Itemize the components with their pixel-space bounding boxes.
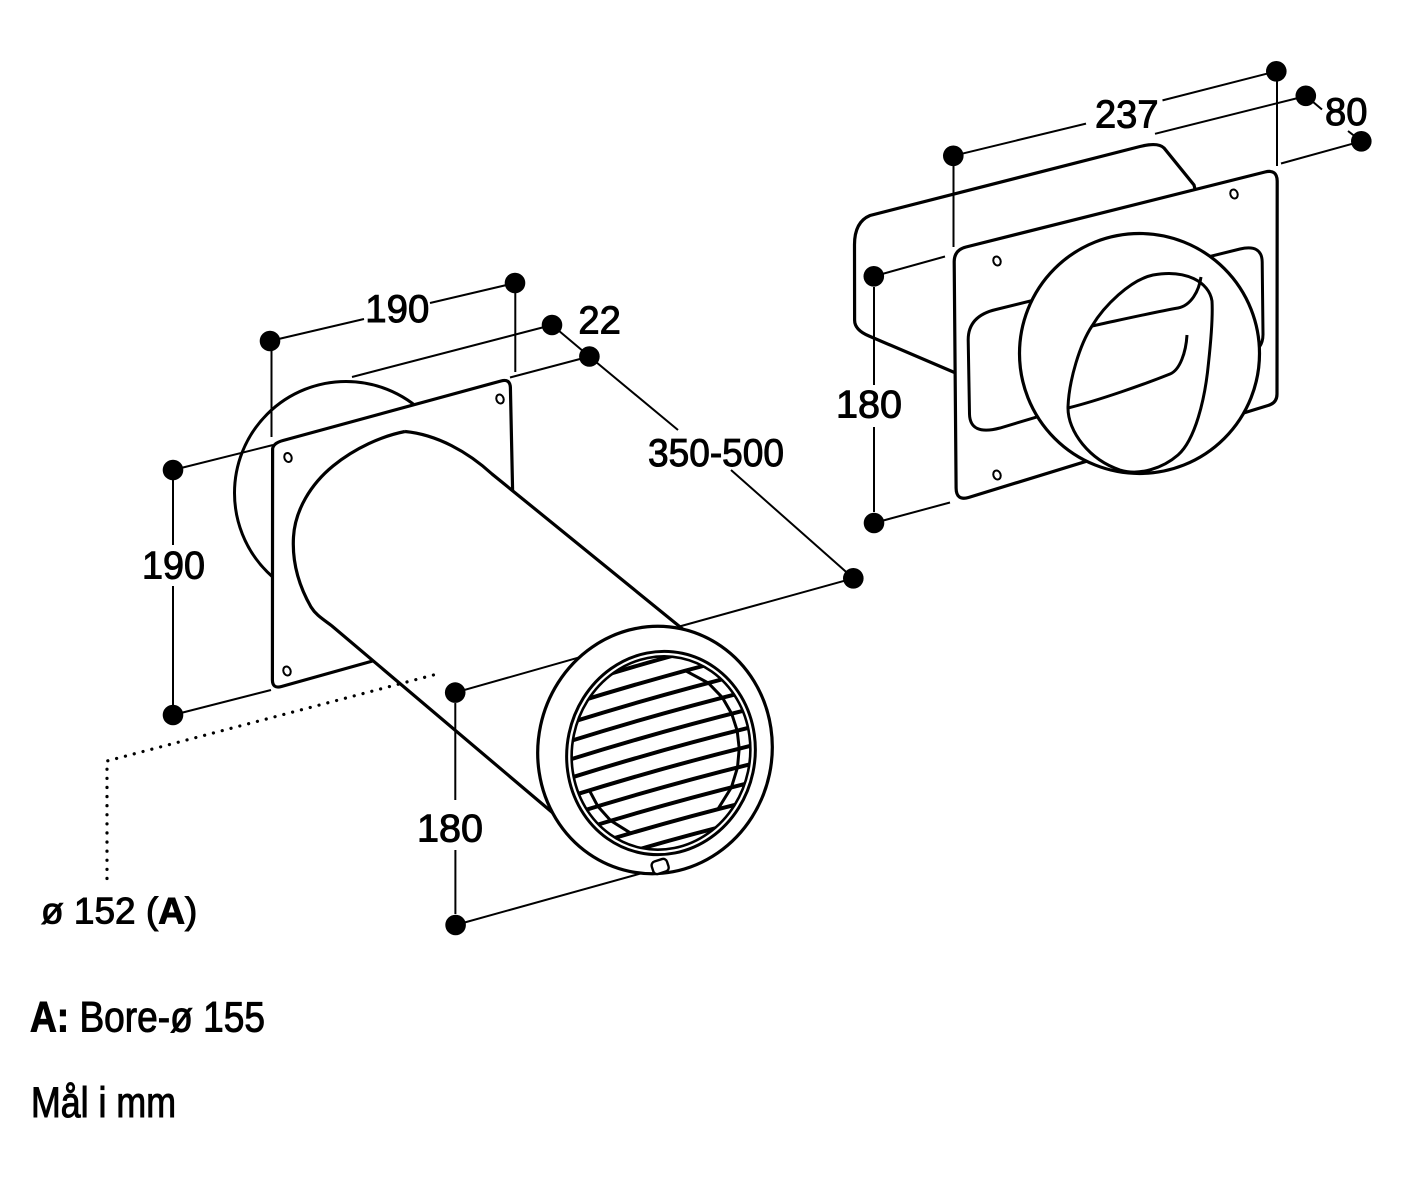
svg-text:Mål i mm: Mål i mm bbox=[31, 1080, 176, 1127]
svg-text:A: Bore-ø 155: A: Bore-ø 155 bbox=[30, 994, 265, 1041]
svg-text:ø 152 (A): ø 152 (A) bbox=[41, 890, 197, 931]
svg-text:22: 22 bbox=[578, 300, 621, 343]
svg-text:190: 190 bbox=[365, 288, 429, 331]
svg-text:180: 180 bbox=[417, 807, 483, 850]
svg-text:80: 80 bbox=[1325, 91, 1368, 134]
svg-text:180: 180 bbox=[836, 383, 902, 426]
svg-text:350-500: 350-500 bbox=[648, 432, 784, 475]
svg-text:190: 190 bbox=[142, 545, 205, 588]
svg-text:237: 237 bbox=[1095, 94, 1159, 137]
